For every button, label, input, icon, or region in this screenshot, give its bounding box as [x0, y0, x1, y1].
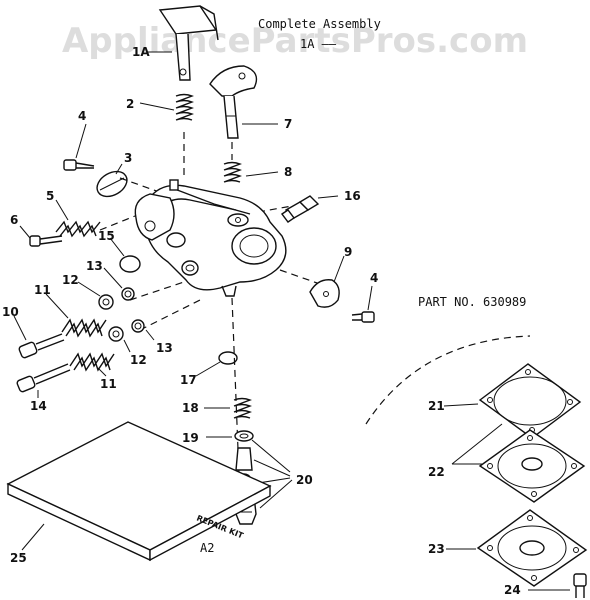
callout-11-upper: 11 — [34, 283, 51, 297]
leader-15 — [109, 237, 125, 257]
callout-17: 17 — [180, 373, 197, 387]
callout-23: 23 — [428, 542, 445, 556]
leader-21 — [443, 403, 479, 407]
callout-15: 15 — [98, 229, 115, 243]
callout-18: 18 — [182, 401, 199, 415]
leader-22a — [451, 423, 503, 465]
callout-25: 25 — [10, 551, 27, 565]
leader-20d — [259, 479, 293, 509]
part-14-mixture-needle[interactable] — [16, 363, 71, 393]
callout-10: 10 — [2, 305, 19, 319]
leader-3 — [115, 163, 123, 175]
part-17-plug[interactable] — [218, 351, 238, 365]
callout-12-lower: 12 — [130, 353, 147, 367]
callout-4-lower: 4 — [370, 271, 378, 285]
leader-13-upper — [103, 267, 123, 289]
part-21-gasket[interactable] — [478, 363, 582, 439]
callout-11-lower: 11 — [100, 377, 117, 391]
callout-13-upper: 13 — [86, 259, 103, 273]
callout-14: 14 — [30, 399, 47, 413]
leader-5 — [55, 199, 69, 221]
assembly-sub: 1A —— — [300, 37, 337, 51]
callout-24: 24 — [504, 583, 521, 597]
part-6-screw[interactable] — [29, 235, 63, 247]
part-19-washer[interactable] — [234, 430, 254, 442]
part-number: PART NO. 630989 — [418, 295, 526, 309]
part-15-welch-plug[interactable] — [119, 255, 141, 273]
leader-13-lower — [145, 329, 155, 341]
callout-13-lower: 13 — [156, 341, 173, 355]
leader-6 — [19, 225, 31, 239]
leader-11-upper — [45, 293, 69, 319]
callout-4-upper: 4 — [78, 109, 86, 123]
callout-6: 6 — [10, 213, 18, 227]
part-22-diaphragm[interactable] — [478, 429, 586, 503]
callout-8: 8 — [284, 165, 292, 179]
part-12-washer-lower[interactable] — [108, 326, 124, 342]
callout-1a: 1A — [132, 45, 150, 59]
part-4-screw-upper[interactable] — [63, 159, 95, 171]
leader-2 — [139, 102, 175, 111]
callout-20: 20 — [296, 473, 313, 487]
leader-10 — [13, 315, 27, 341]
callout-21: 21 — [428, 399, 445, 413]
axis-line-5 — [279, 269, 321, 285]
callout-9: 9 — [344, 245, 352, 259]
part-11-spring-upper[interactable] — [61, 318, 107, 338]
part-4-screw-lower[interactable] — [351, 311, 375, 323]
carburetor-body[interactable] — [134, 179, 287, 297]
axis-line-3 — [129, 279, 191, 301]
part-7-choke-shaft[interactable] — [209, 65, 258, 139]
watermark: AppliancePartsPros.com — [62, 21, 528, 61]
assembly-title: Complete Assembly — [258, 17, 381, 31]
part-1a-throttle-shaft[interactable] — [158, 5, 219, 81]
leader-16 — [317, 195, 339, 199]
part-2-spring[interactable] — [175, 93, 194, 181]
part-10-mixture-needle[interactable] — [18, 333, 65, 359]
axis-line-4 — [139, 299, 201, 331]
part-16-fuel-fitting[interactable] — [280, 195, 320, 223]
diaphragm-group-boundary — [365, 335, 531, 425]
part-3-throttle-plate[interactable] — [93, 166, 132, 201]
leader-12-lower — [123, 339, 131, 353]
callout-19: 19 — [182, 431, 199, 445]
part-18-spring[interactable] — [233, 397, 252, 419]
leader-25 — [21, 523, 45, 551]
part-12-washer-upper[interactable] — [98, 294, 114, 310]
leader-20a — [251, 439, 291, 473]
axis-line-1 — [99, 209, 151, 231]
part-24-screw[interactable] — [573, 573, 587, 598]
callout-22: 22 — [428, 465, 445, 479]
part-13-oring-lower[interactable] — [131, 319, 145, 333]
part-8-spring[interactable] — [223, 142, 242, 183]
leader-20b — [253, 459, 291, 477]
part-13-oring-upper[interactable] — [121, 287, 135, 301]
label-a2: A2 — [200, 541, 214, 555]
part-9-choke-plate[interactable] — [309, 279, 340, 308]
leader-11-lower — [97, 367, 107, 377]
callout-3: 3 — [124, 151, 132, 165]
leader-4-upper — [75, 123, 87, 159]
leader-12-upper — [77, 281, 101, 297]
leader-8 — [245, 171, 279, 177]
callout-16: 16 — [344, 189, 361, 203]
callout-7: 7 — [284, 117, 292, 131]
callout-2: 2 — [126, 97, 134, 111]
part-23-gasket[interactable] — [476, 509, 588, 587]
callout-5: 5 — [46, 189, 54, 203]
leader-17 — [195, 361, 221, 377]
part-11-spring-lower[interactable] — [69, 352, 115, 372]
leader-4-lower — [367, 285, 373, 311]
part-25-repair-kit[interactable]: REPAIR KIT — [6, 421, 272, 562]
part-5-spring[interactable] — [55, 220, 101, 238]
callout-12-upper: 12 — [62, 273, 79, 287]
leader-9 — [333, 255, 345, 283]
